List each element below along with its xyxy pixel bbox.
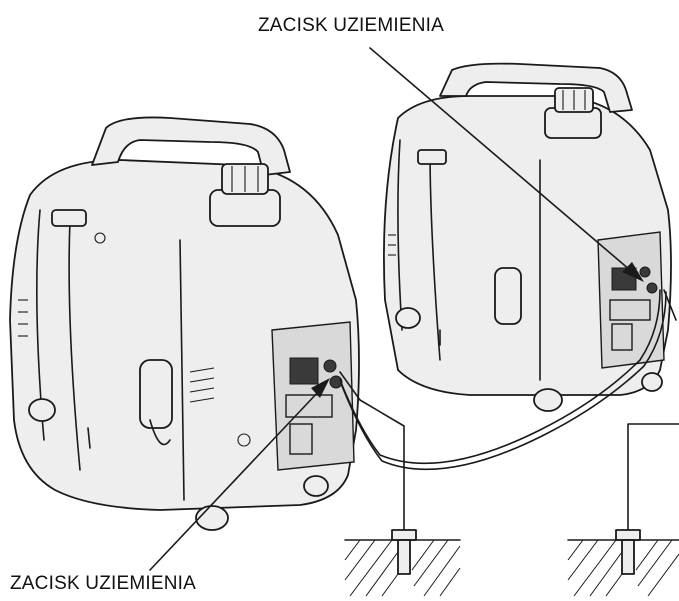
leader-arrow-top — [369, 47, 644, 282]
ground-rod-left — [344, 529, 461, 597]
generator-right — [383, 62, 672, 412]
ground-terminal-label-bottom: ZACISK UZIEMIENIA — [10, 573, 197, 594]
ground-terminal-label-top: ZACISK UZIEMIENIA — [258, 15, 445, 36]
ground-rod-right — [567, 529, 679, 597]
ground-cables — [339, 289, 679, 531]
leader-arrow-bottom — [149, 378, 330, 571]
generator-left — [9, 116, 360, 531]
